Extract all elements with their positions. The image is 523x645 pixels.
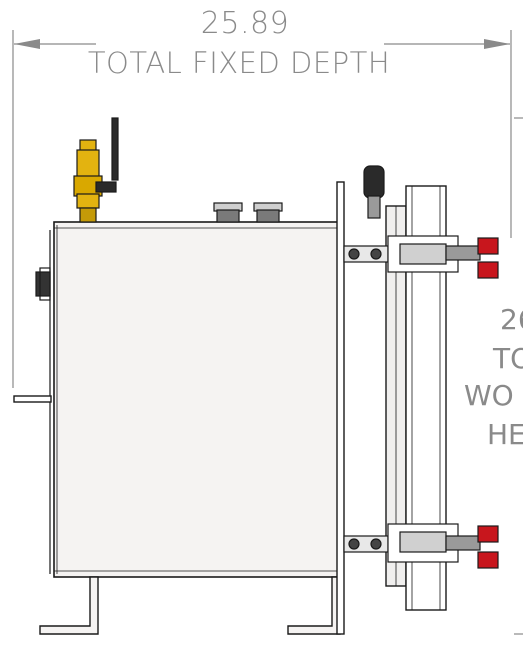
depth-dimension-label: TOTAL FIXED DEPTH xyxy=(87,46,391,80)
drain-pipe xyxy=(13,395,52,403)
depth-dimension-value: 25.89 xyxy=(200,6,290,41)
top-fittings xyxy=(213,202,283,223)
lower-clamp-assembly xyxy=(343,523,499,569)
height-dimension-label-line-1: TO xyxy=(493,342,523,375)
safety-valve xyxy=(73,117,119,223)
pressure-gauge xyxy=(363,165,385,219)
tank-body xyxy=(49,221,343,578)
height-dimension-value: 26 xyxy=(500,303,523,336)
height-dimension-label-line-3: HE xyxy=(487,418,523,451)
height-dimension-ticks xyxy=(514,117,523,635)
height-dimension-label-line-2: WO xyxy=(464,379,514,412)
depth-dimension-line xyxy=(12,30,512,388)
side-port xyxy=(35,267,51,301)
mounting-post xyxy=(336,181,345,635)
tank-legs xyxy=(39,576,341,635)
upper-clamp-assembly xyxy=(343,235,499,279)
